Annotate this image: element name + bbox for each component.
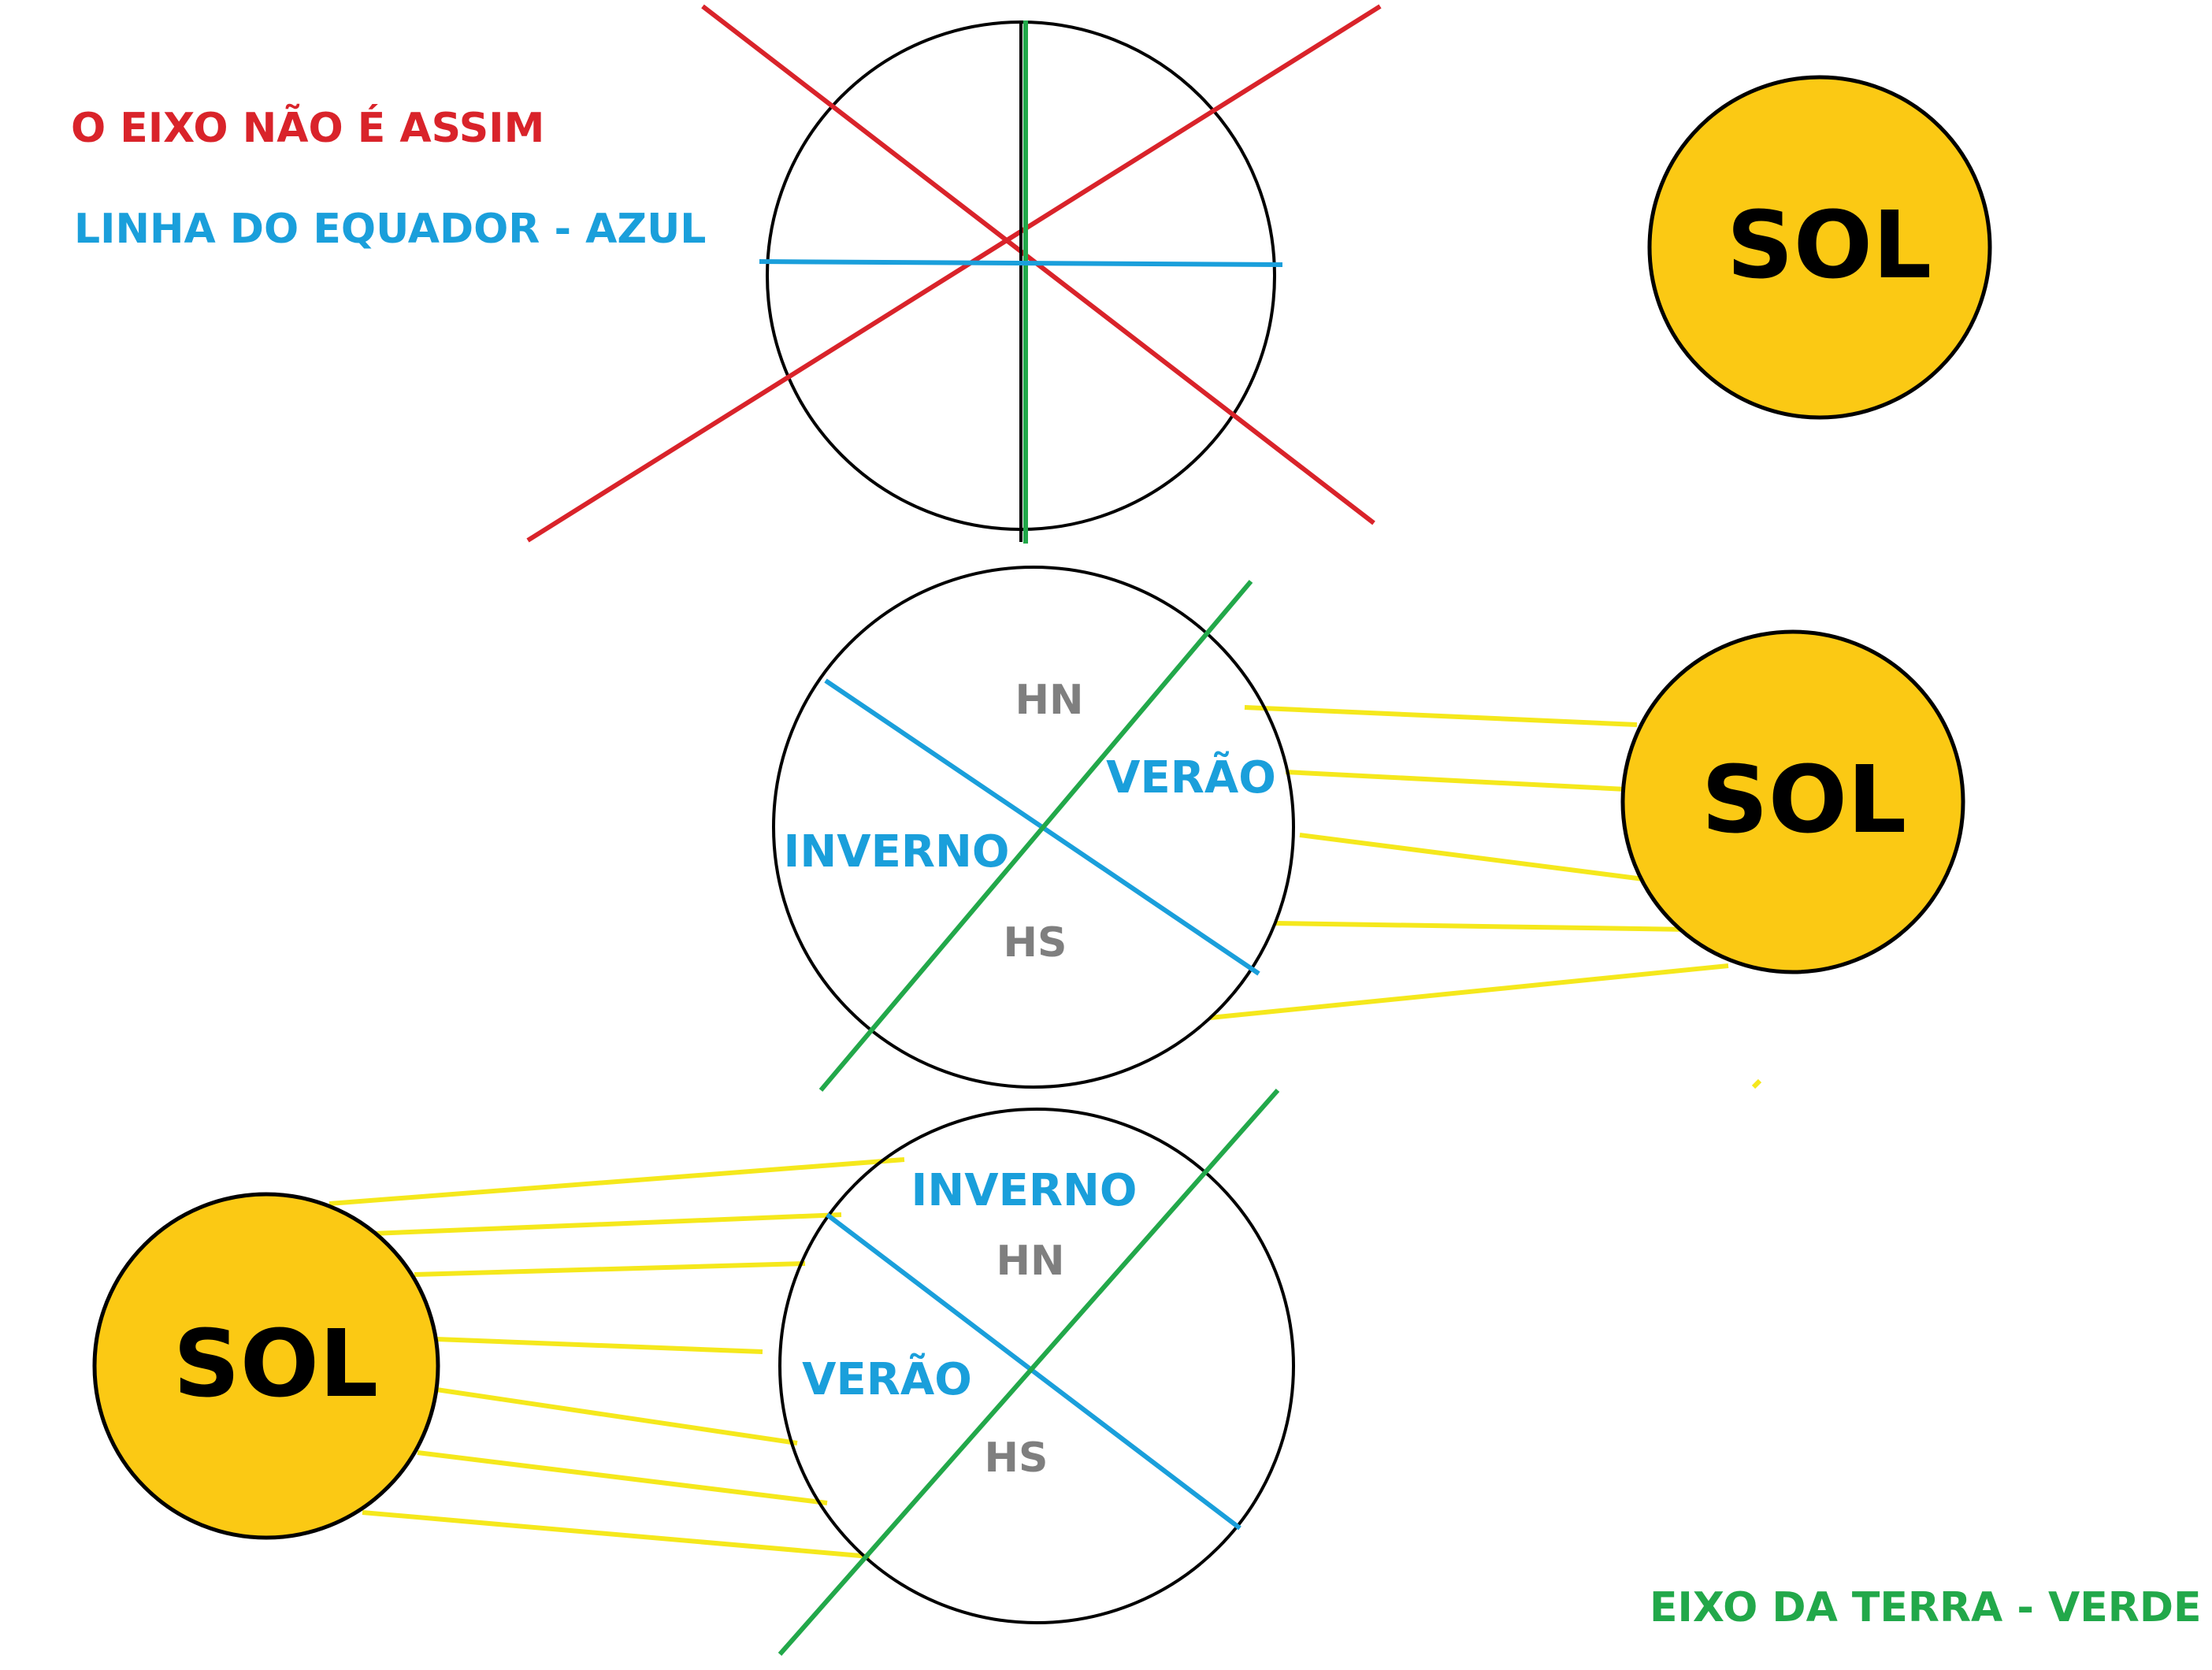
summer-label-bottom: VERÃO: [802, 1353, 972, 1405]
sun-top: SOL: [1647, 75, 1992, 420]
red-cross-line-2: [526, 4, 1382, 543]
sun-ray: [362, 1510, 870, 1559]
sun-ray: [328, 1157, 905, 1206]
sun-disc-top: [1647, 75, 1992, 420]
legend-equator: LINHA DO EQUADOR - AZUL: [74, 206, 706, 253]
sun-middle: SOL: [1620, 629, 1965, 974]
sun-label-top: SOL: [1727, 191, 1932, 299]
earth-axis-middle: [818, 580, 1253, 1092]
sun-disc-bottom: [92, 1192, 440, 1540]
south-hemisphere-label-bottom: HS: [985, 1434, 1048, 1482]
winter-label-middle: INVERNO: [784, 826, 1010, 878]
south-hemisphere-label-middle: HS: [1004, 919, 1067, 967]
sun-ray: [1209, 963, 1729, 1020]
equator-line-bottom: [826, 1212, 1241, 1531]
sun-rays-middle: [1209, 705, 1729, 1020]
legend-earth-axis: EIXO DA TERRA - VERDE: [1650, 1584, 2202, 1631]
sun-label-middle: SOL: [1702, 745, 1907, 854]
north-hemisphere-label-middle: HN: [1015, 677, 1083, 724]
sun-ray: [436, 1387, 798, 1445]
earth-wrong-axis: [526, 4, 1382, 544]
sun-ray: [436, 1337, 763, 1354]
sun-disc-middle: [1620, 629, 1965, 974]
sun-ray: [1285, 770, 1627, 792]
north-hemisphere-label-bottom: HN: [996, 1238, 1064, 1285]
earth-axis-bottom: [778, 1089, 1280, 1656]
sun-bottom: SOL: [92, 1192, 440, 1540]
earth-circle-middle: [772, 566, 1295, 1089]
summer-label-middle: VERÃO: [1106, 752, 1276, 803]
winter-label-bottom: INVERNO: [911, 1165, 1138, 1216]
sun-rays-bottom: [328, 1157, 905, 1559]
sun-label-bottom: SOL: [173, 1309, 379, 1418]
equator-line-top: [759, 259, 1283, 267]
sun-ray: [1274, 921, 1691, 932]
earth-circle-bottom: [778, 1108, 1295, 1624]
earth-middle: HN HS VERÃO INVERNO: [772, 566, 1295, 1092]
earth-bottom: INVERNO HN VERÃO HS: [778, 1089, 1295, 1656]
sun-ray: [414, 1261, 806, 1277]
sun-ray: [371, 1212, 842, 1236]
yellow-mark: [1751, 1078, 1762, 1089]
legend-wrong-axis: O EIXO NÃO É ASSIM: [71, 104, 544, 152]
sun-ray: [1244, 705, 1638, 727]
sun-ray: [417, 1450, 828, 1505]
sun-ray: [1299, 833, 1644, 881]
